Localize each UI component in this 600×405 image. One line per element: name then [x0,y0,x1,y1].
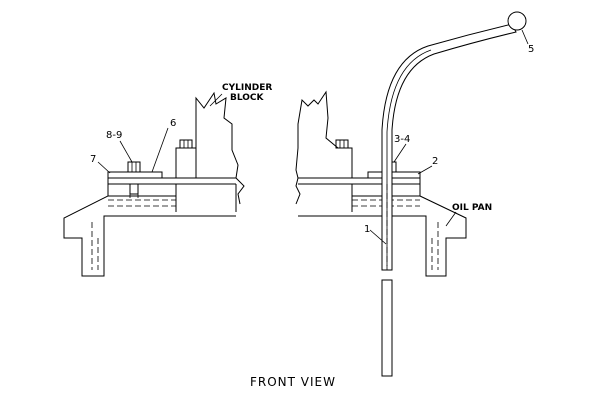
label-cylinder-block-line1: CYLINDER [222,83,272,93]
joint-line-left [108,177,236,185]
callout-2: 2 [432,156,438,167]
dipstick-tube-1 [381,23,517,271]
block-bolt-left [179,139,193,149]
callout-5: 5 [528,44,534,55]
block-bolt-right [335,139,349,149]
cylinder-block-right-lower [295,177,301,205]
joint-line-right [298,177,420,185]
leader-cylinder-block [209,93,223,107]
oil-pan-flange-left [63,178,236,277]
dipstick-tube-lower [381,279,393,377]
left-assembly [63,91,245,277]
dipstick-handle-5 [507,11,527,31]
label-oil-pan: OIL PAN [452,203,492,213]
leader-5 [521,29,529,45]
leader-oil-pan [445,211,457,227]
cylinder-block-right [295,90,353,179]
oil-pan-hidden-left [91,199,176,270]
callout-8-9: 8-9 [106,130,122,141]
leader-2 [417,165,433,175]
cylinder-block-left-lower [175,147,245,205]
washer-7 [107,171,163,179]
oil-pan-flange-right [298,178,467,277]
callout-6: 6 [170,118,176,129]
right-assembly [295,11,529,377]
bolt-8-9 [127,161,141,173]
leader-3-4 [393,143,407,163]
cylinder-block-left [195,91,239,179]
leader-1 [369,229,387,245]
leader-7 [97,161,111,174]
label-cylinder-block-line2: BLOCK [230,93,265,103]
view-title: FRONT VIEW [250,375,336,389]
leader-8-9 [119,140,133,163]
leader-6 [151,127,169,173]
callout-7: 7 [90,154,96,165]
washer-2 [367,171,421,179]
oil-pan-hidden-right [352,199,439,270]
callout-1: 1 [364,224,370,235]
callout-3-4: 3-4 [394,134,410,145]
